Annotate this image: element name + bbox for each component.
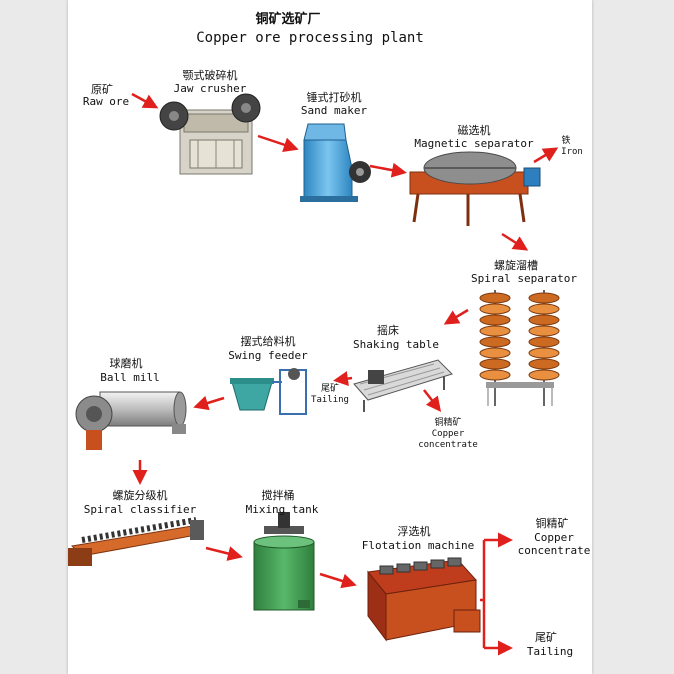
arrow-jaw-to-sandmaker <box>257 134 299 152</box>
spiral-separator-image <box>479 290 560 406</box>
flotation-machine-image <box>367 557 481 642</box>
shaking-table-image <box>353 359 453 412</box>
swing-feeder-cn: 摆式给料机 <box>240 335 296 348</box>
shaking-table-cn: 摇床 <box>377 324 399 337</box>
sand-maker-cn: 锤式打砂机 <box>306 91 362 104</box>
magnetic-en: Magnetic separator <box>414 137 534 150</box>
spiral-separator-en: Spiral separator <box>471 272 577 285</box>
iron-cn: 铁 <box>561 136 571 146</box>
spiral-ring <box>528 325 560 337</box>
flow-arrows <box>131 92 559 656</box>
spiral-ring <box>528 314 560 326</box>
flotation-cell <box>447 557 462 567</box>
spiral-ring <box>528 303 560 315</box>
ball-mill-image <box>75 391 187 450</box>
raw-ore-en: Raw ore <box>82 95 130 108</box>
concentrate-2-cn: 铜精矿 <box>535 517 569 530</box>
spiral-ring <box>479 292 511 304</box>
tailing-2-cn: 尾矿 <box>535 631 557 644</box>
sand-maker-image <box>300 123 371 202</box>
arrow-sandmaker-to-magnetic <box>369 162 407 178</box>
mixing-tank-en: Mixing tank <box>245 503 319 516</box>
spiral-ring <box>479 369 511 381</box>
spiral-ring <box>479 314 511 326</box>
spiral-ring <box>528 292 560 304</box>
arrow-magnetic-to-iron <box>533 147 559 164</box>
tailing-1-en: Tailing <box>311 395 349 405</box>
arrow-shaking-to-concentrate <box>423 389 442 412</box>
concentrate-1-cn: 铜精矿 <box>434 418 462 428</box>
arrow-tank-to-flotation <box>319 572 357 589</box>
flotation-cell <box>413 561 428 571</box>
jaw-crusher-en: Jaw crusher <box>173 82 247 95</box>
spiral-classifier-cn: 螺旋分级机 <box>112 489 168 502</box>
arrow-magnetic-to-spiral <box>501 232 529 251</box>
spiral-ring <box>528 358 560 370</box>
flotation-en: Flotation machine <box>361 539 475 552</box>
flotation-cell <box>379 565 394 575</box>
spiral-ring <box>479 325 511 337</box>
arrow-spiral-to-shaking <box>443 308 469 325</box>
spiral-ring <box>479 358 511 370</box>
magnetic-separator-image <box>409 151 541 226</box>
title-cn: 铜矿选矿厂 <box>255 12 321 27</box>
spiral-ring <box>479 336 511 348</box>
title-en: Copper ore processing plant <box>196 30 424 46</box>
concentrate-1-en2: concentrate <box>418 440 478 450</box>
arrow-rawore-to-jaw <box>131 92 159 109</box>
flotation-cell <box>430 559 445 569</box>
spiral-separator-cn: 螺旋溜槽 <box>494 259 538 272</box>
jaw-crusher-cn: 颚式破碎机 <box>182 69 238 82</box>
diagram-canvas: 铜矿选矿厂 Copper ore processing plant 原矿 Raw… <box>68 0 592 674</box>
sand-maker-en: Sand maker <box>300 104 368 117</box>
arrow-classifier-to-tank <box>205 546 243 561</box>
mixing-tank-cn: 搅拌桶 <box>261 489 295 502</box>
magnetic-cn: 磁选机 <box>457 124 491 137</box>
spiral-ring <box>479 303 511 315</box>
mixing-tank-image <box>253 512 315 611</box>
flotation-cn: 浮选机 <box>397 525 431 538</box>
tailing-1-cn: 尾矿 <box>320 384 340 394</box>
iron-en: Iron <box>561 147 583 157</box>
spiral-ring <box>528 347 560 359</box>
arrow-feeder-to-ballmill <box>193 395 225 411</box>
spiral-ring <box>479 347 511 359</box>
concentrate-2-en: Copper <box>534 531 574 544</box>
spiral-classifier-image <box>68 517 204 566</box>
spiral-ring <box>528 369 560 381</box>
swing-feeder-en: Swing feeder <box>228 349 308 362</box>
spiral-classifier-en: Spiral classifier <box>83 503 197 516</box>
flow-diagram <box>68 92 560 656</box>
swing-feeder-image <box>230 368 307 415</box>
arrow-shaking-to-tailing <box>333 371 353 387</box>
ball-mill-cn: 球磨机 <box>109 357 143 370</box>
jaw-crusher-image <box>159 93 261 175</box>
ball-mill-en: Ball mill <box>100 371 160 384</box>
spiral-ring <box>528 336 560 348</box>
shaking-table-en: Shaking table <box>352 338 440 351</box>
concentrate-1-en: Copper <box>431 429 465 439</box>
flotation-cell <box>396 563 411 573</box>
tailing-2-en: Tailing <box>526 645 574 658</box>
raw-ore-cn: 原矿 <box>91 83 113 96</box>
concentrate-2-en2: concentrate <box>517 544 591 557</box>
